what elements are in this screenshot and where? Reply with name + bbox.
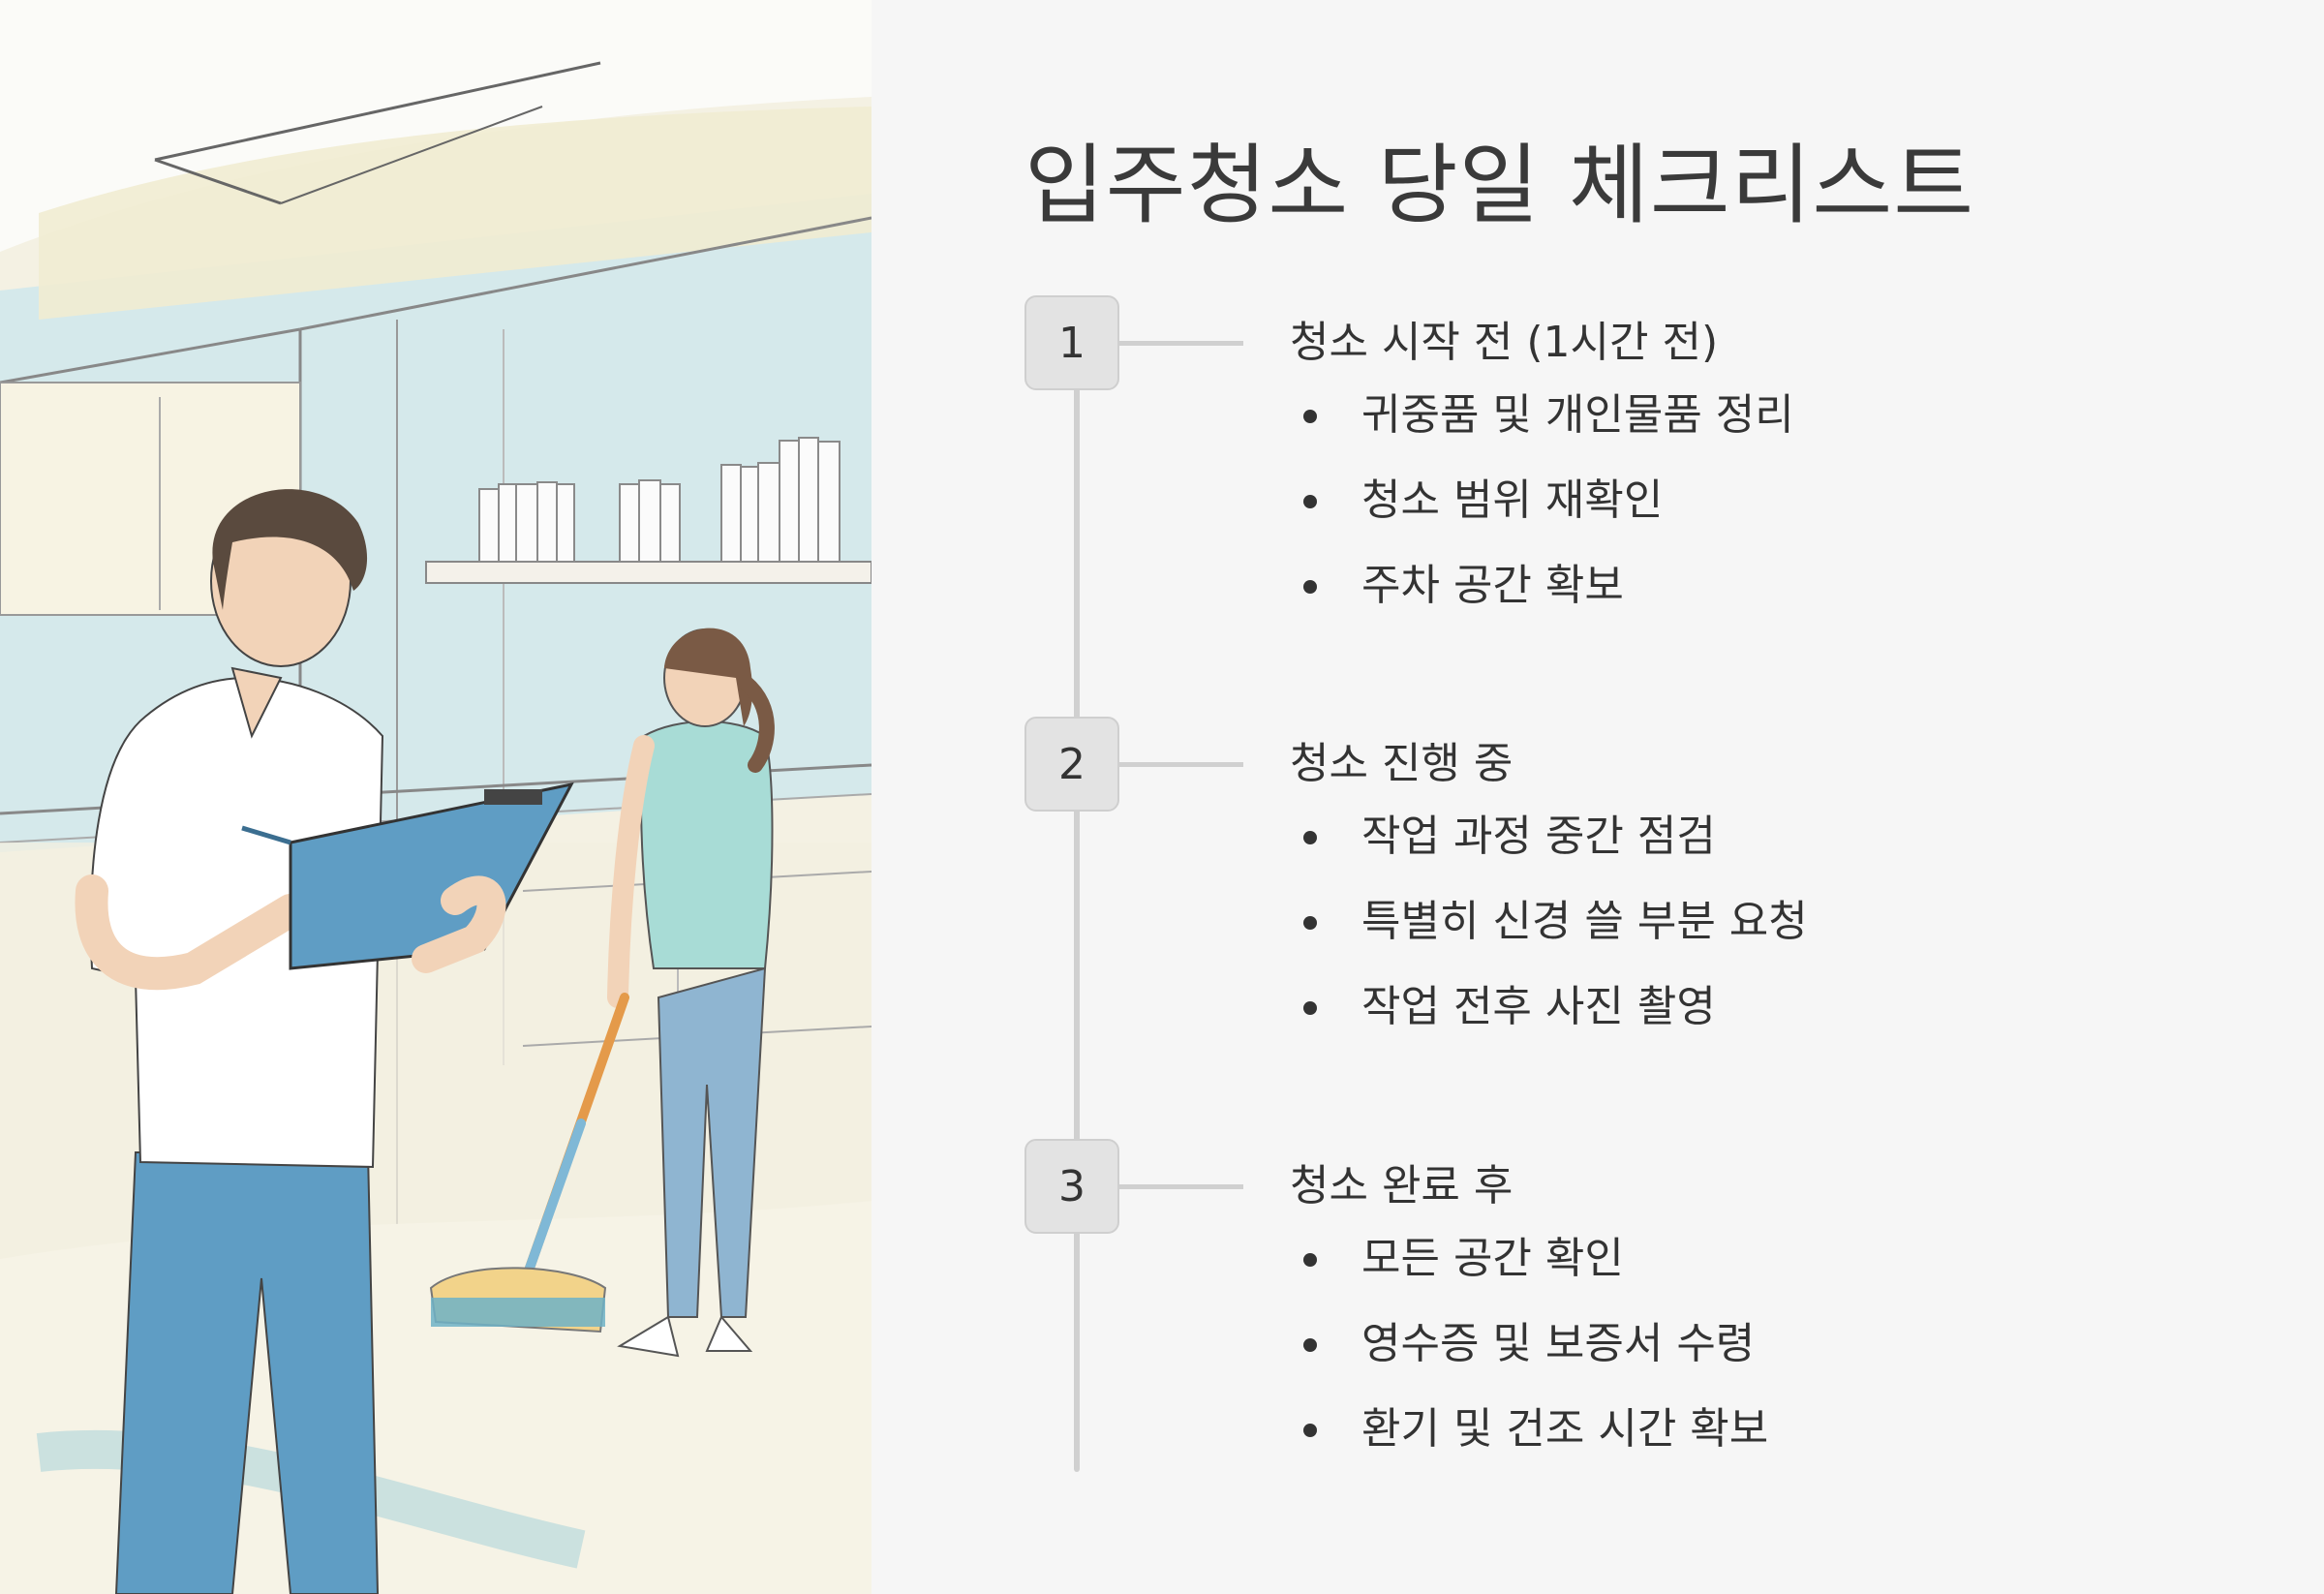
step-connector [1119, 762, 1243, 767]
list-item: 모든 공간 확인 [1303, 1232, 1768, 1317]
list-item: 환기 및 건조 시간 확보 [1303, 1402, 1768, 1487]
step-heading: 청소 시작 전 (1시간 전) [1290, 318, 1719, 367]
checklist-panel: 입주청소 당일 체크리스트 1 청소 시작 전 (1시간 전) 귀중품 및 개인… [872, 0, 2324, 1594]
step-connector [1119, 341, 1243, 346]
step-items: 귀중품 및 개인물품 정리 청소 범위 재확인 주차 공간 확보 [1303, 388, 1794, 644]
step-heading: 청소 완료 후 [1290, 1161, 1514, 1211]
list-item: 영수증 및 보증서 수령 [1303, 1317, 1768, 1402]
list-item: 귀중품 및 개인물품 정리 [1303, 388, 1794, 474]
step-connector [1119, 1184, 1243, 1189]
list-item: 청소 범위 재확인 [1303, 474, 1794, 559]
list-item: 특별히 신경 쓸 부분 요청 [1303, 895, 1808, 980]
page-title: 입주청소 당일 체크리스트 [1024, 135, 1975, 236]
step-number-badge: 2 [1024, 717, 1119, 812]
cleaning-illustration [0, 0, 872, 1594]
list-item: 작업 전후 사진 촬영 [1303, 980, 1808, 1065]
list-item: 주차 공간 확보 [1303, 559, 1794, 644]
list-item: 작업 과정 중간 점검 [1303, 810, 1808, 895]
step-number-badge: 3 [1024, 1139, 1119, 1234]
timeline-line [1074, 300, 1080, 1472]
step-items: 모든 공간 확인 영수증 및 보증서 수령 환기 및 건조 시간 확보 [1303, 1232, 1768, 1487]
step-heading: 청소 진행 중 [1290, 739, 1514, 788]
step-number-badge: 1 [1024, 295, 1119, 390]
step-items: 작업 과정 중간 점검 특별히 신경 쓸 부분 요청 작업 전후 사진 촬영 [1303, 810, 1808, 1065]
